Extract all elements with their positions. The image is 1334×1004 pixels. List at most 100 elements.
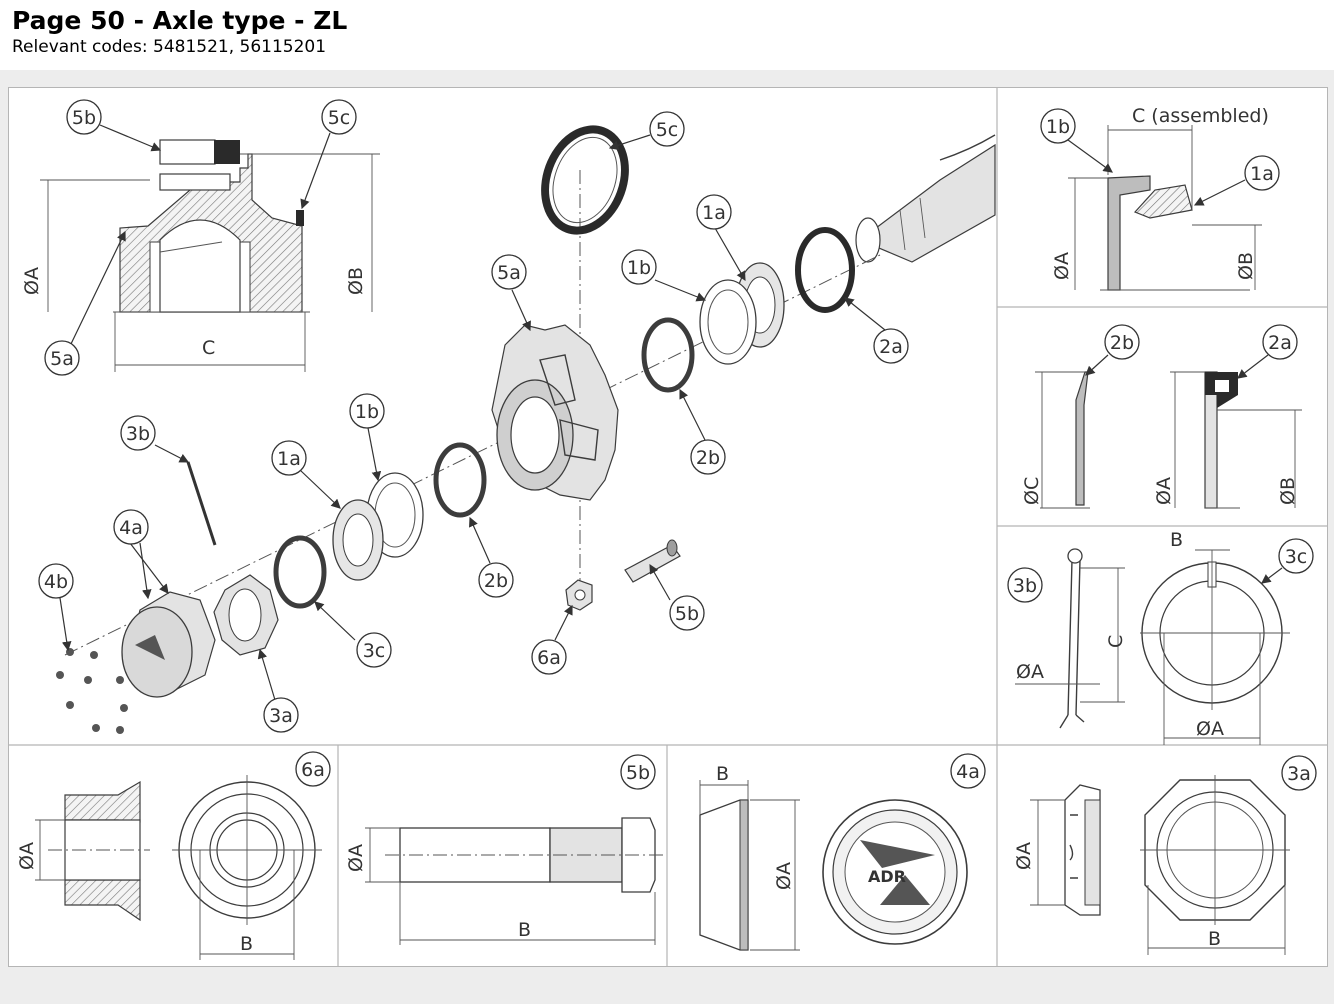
svg-text:6a: 6a [537,647,561,669]
main-leader-lines [59,124,886,701]
panel-stud-5b: ØA B 5b [345,754,665,945]
callout-3a-panel: 3a [1281,755,1317,791]
callout-2a-panel: 2a [1262,324,1298,360]
callout-5b-main: 5b [66,99,102,135]
dim-oB-seal: ØB [1277,477,1299,505]
hub-section-drawing [40,139,380,372]
dim-oA-seal: ØA [1153,477,1175,505]
callout-6a-panel: 6a [295,751,331,787]
callout-2b-panel: 2b [1104,324,1140,360]
cap-and-nut-drawing [56,461,279,734]
panel-nut-3a: ØA B 3a [1013,755,1317,955]
callout-1b-upper: 1b [621,249,657,285]
svg-text:1a: 1a [277,448,301,470]
callout-5c-seal: 5c [649,111,685,147]
main-callouts: 5b 5c 5a 5c 5a 1a 1b 2a 2b 1b 1a 2b 3b 4… [38,99,909,733]
callout-4a-main: 4a [113,509,149,545]
svg-text:2b: 2b [696,447,720,469]
dim-oA-bearing: ØA [1051,252,1073,280]
svg-text:2b: 2b [484,570,508,592]
callout-4b-main: 4b [38,563,74,599]
callout-5b-main-stud: 5b [669,595,705,631]
svg-text:1a: 1a [702,202,726,224]
svg-text:4b: 4b [44,571,68,593]
dim-b-6a: B [240,933,253,955]
panel-seals: ØC ØA ØB 2b 2a [1021,324,1302,509]
callout-1b-panel: 1b [1040,108,1076,144]
callout-5a-hub: 5a [491,254,527,290]
callout-4a-panel: 4a [950,753,986,789]
callout-1a-upper: 1a [696,194,732,230]
callout-5b-panel: 5b [620,754,656,790]
callout-2b-lower: 2b [478,562,514,598]
panel-nut-6a: ØA B 6a [16,751,331,960]
callout-1a-panel: 1a [1244,155,1280,191]
callout-6a-main: 6a [531,639,567,675]
callout-5c-main: 5c [321,99,357,135]
callout-1a-lower: 1a [271,440,307,476]
adr-logo-text: ADR [868,867,906,886]
bearing-lower-drawing [273,442,487,609]
callout-2b-upper: 2b [690,439,726,475]
svg-text:5c: 5c [328,107,351,129]
dim-b-3a: B [1208,928,1221,950]
panel-pin-washer: C ØA B ØA 3b 3c [1007,529,1314,745]
svg-text:1b: 1b [627,257,651,279]
svg-text:4a: 4a [956,761,980,783]
dim-oA-5b: ØA [345,844,367,872]
panel-grid [9,88,1327,966]
dim-oA-main: ØA [21,267,43,295]
callout-1b-lower: 1b [349,393,385,429]
callout-3c-main: 3c [356,632,392,668]
dim-oA-pin: ØA [1016,661,1044,683]
page-header: Page 50 - Axle type - ZL Relevant codes:… [12,6,347,58]
svg-text:3c: 3c [363,640,386,662]
svg-text:1b: 1b [1046,116,1070,138]
hub-5a-drawing [491,324,619,501]
svg-text:2a: 2a [1268,332,1292,354]
svg-text:3a: 3a [1287,763,1311,785]
svg-text:5a: 5a [497,262,521,284]
svg-text:1b: 1b [355,401,379,423]
axle-shaft-drawing [855,134,996,263]
svg-text:5b: 5b [626,762,650,784]
callout-3b-panel: 3b [1007,567,1043,603]
dim-oA-6a: ØA [16,842,38,870]
dim-oA-4a: ØA [773,862,795,890]
svg-text:3c: 3c [1285,546,1308,568]
callout-3c-panel: 3c [1278,538,1314,574]
callout-5a-main: 5a [44,340,80,376]
svg-text:5c: 5c [656,119,679,141]
dim-oA-3a: ØA [1013,842,1035,870]
dim-c-pin: C [1105,635,1127,648]
dim-c-main: C [202,337,215,359]
dim-oA-washer: ØA [1196,718,1224,740]
svg-text:3a: 3a [269,705,293,727]
main-dimension-labels: ØA ØB C [21,267,367,359]
dim-b-washer: B [1170,529,1183,551]
dim-b-4a: B [716,763,729,785]
svg-text:4a: 4a [119,517,143,539]
svg-text:1a: 1a [1250,163,1274,185]
seal-5c-drawing [541,125,629,235]
panel-cap-4a: B ØA ADR 4a [699,753,986,951]
panel-bearing-assembled: C (assembled) ØA ØB 1b 1a [1040,105,1280,291]
callout-3a-main: 3a [263,697,299,733]
callout-3b-main: 3b [120,415,156,451]
callout-2a-main: 2a [873,328,909,364]
svg-text:2b: 2b [1110,332,1134,354]
svg-text:5b: 5b [675,603,699,625]
relevant-codes: Relevant codes: 5481521, 56115201 [12,37,327,57]
svg-text:3b: 3b [126,423,150,445]
page-title: Page 50 - Axle type - ZL [12,6,348,35]
svg-text:5b: 5b [72,107,96,129]
bearing-upper-drawing [641,227,855,393]
dim-oC-seal: ØC [1021,477,1043,505]
dim-c-assembled: C (assembled) [1132,105,1269,127]
svg-text:3b: 3b [1013,575,1037,597]
dim-oB-main: ØB [345,267,367,295]
dim-oB-bearing: ØB [1235,252,1257,280]
svg-text:6a: 6a [301,759,325,781]
dim-b-5b: B [518,919,531,941]
